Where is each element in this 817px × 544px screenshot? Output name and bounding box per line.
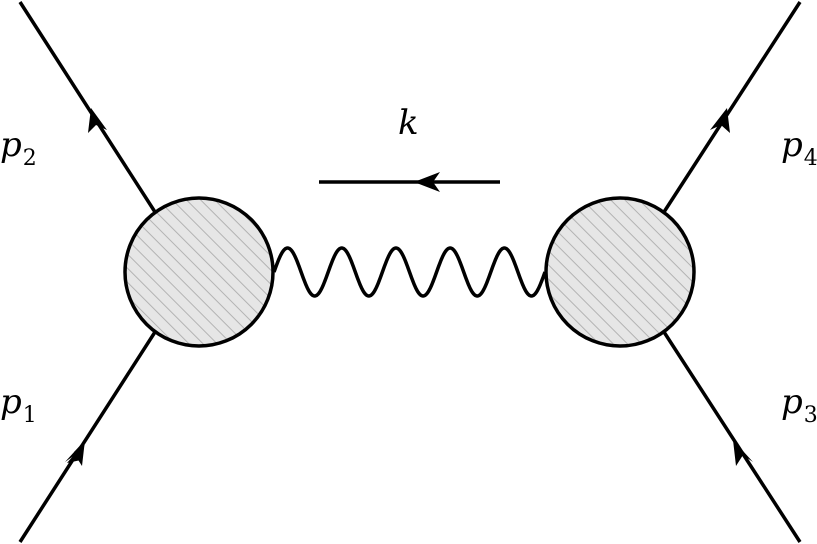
vertex-blob-right bbox=[544, 196, 696, 348]
label-p3: p3 bbox=[781, 382, 817, 428]
label-p1: p1 bbox=[0, 382, 37, 428]
arrow-p2-head bbox=[88, 108, 107, 133]
arrow-p1-head bbox=[65, 440, 85, 466]
label-k: k bbox=[398, 103, 419, 143]
label-p4: p4 bbox=[781, 125, 817, 171]
propagator-wavy-line bbox=[272, 246, 547, 298]
leg-p3 bbox=[662, 331, 802, 543]
arrow-p4-head bbox=[710, 108, 730, 133]
vertex-blob-left bbox=[123, 196, 275, 348]
leg-p1 bbox=[18, 331, 157, 543]
label-p2: p2 bbox=[0, 125, 37, 171]
momentum-arrow-head bbox=[414, 172, 440, 192]
arrow-p3-head bbox=[733, 440, 753, 466]
leg-p4 bbox=[662, 1, 802, 213]
leg-p2 bbox=[18, 1, 157, 213]
